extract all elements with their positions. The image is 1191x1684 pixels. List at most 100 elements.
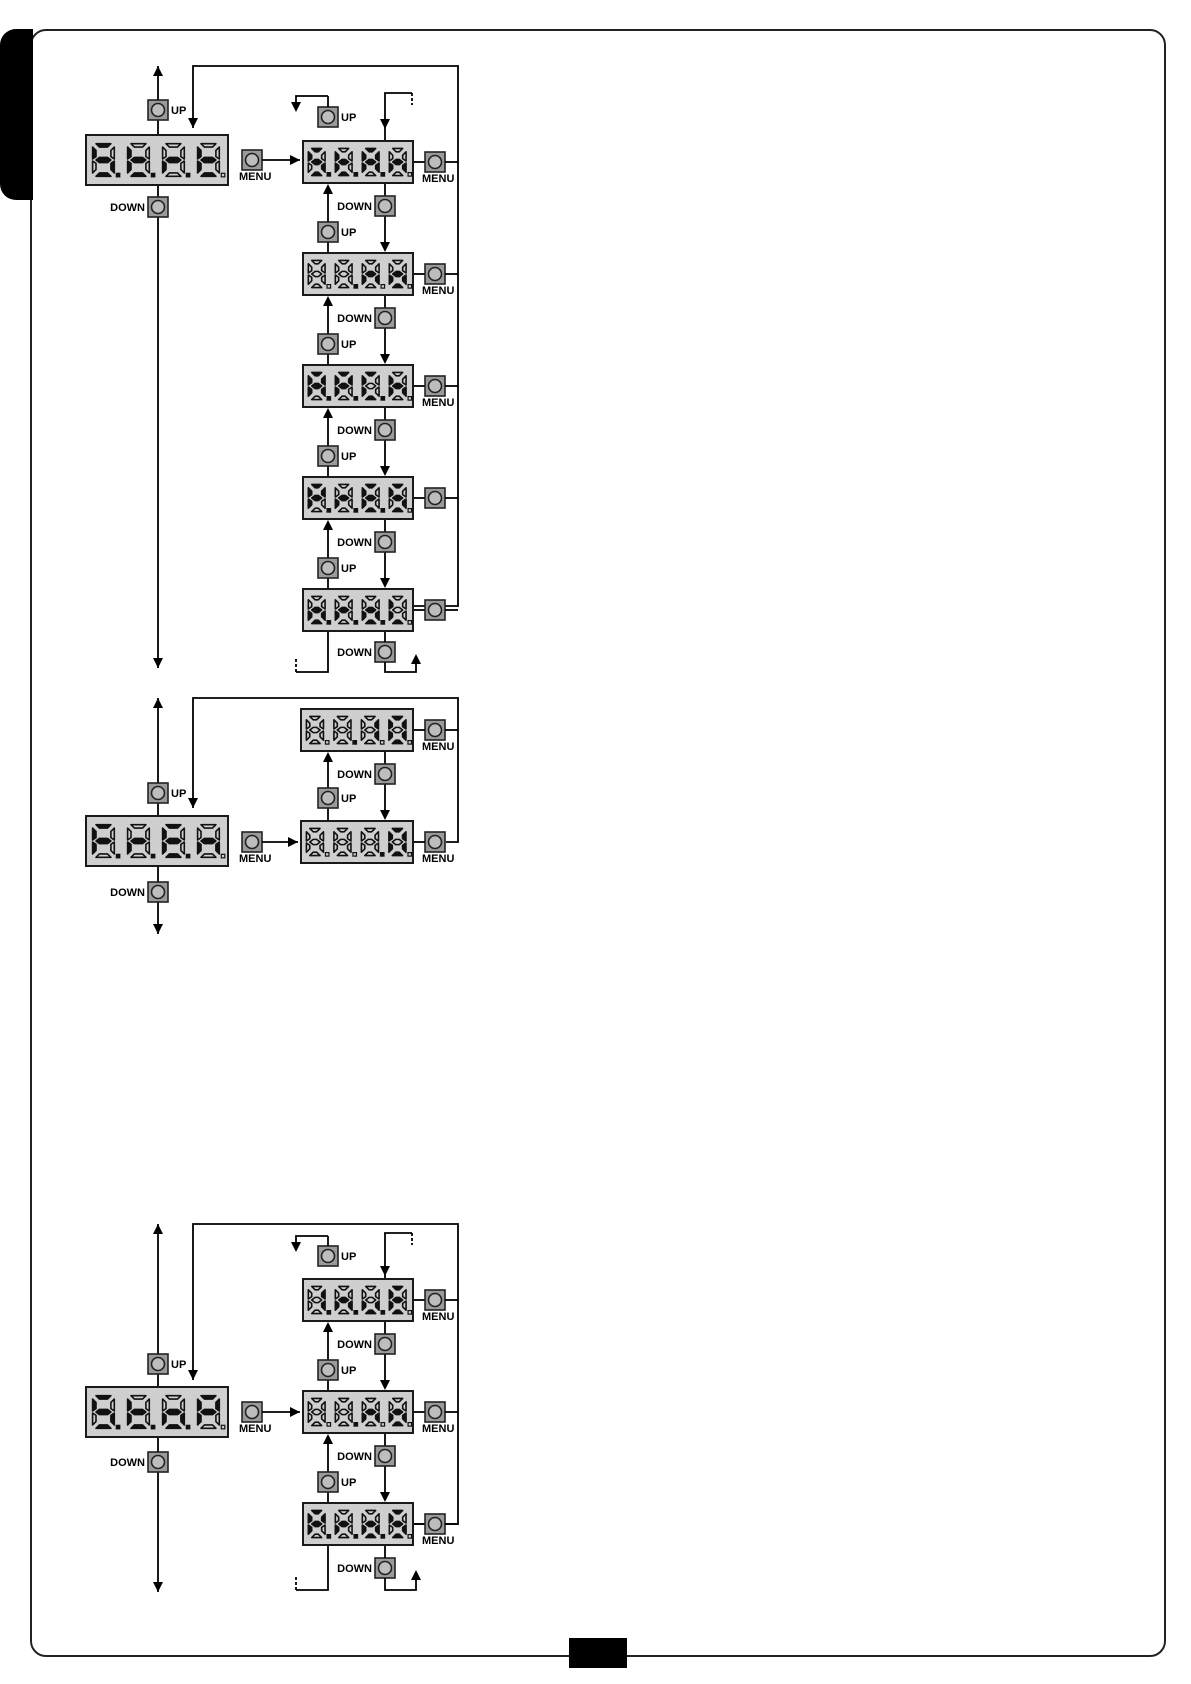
arrow-right-icon xyxy=(290,1407,300,1417)
sub-display-pros: ProS xyxy=(302,1502,414,1546)
main-display-fren: FrEn xyxy=(85,815,229,867)
arrow-down-icon xyxy=(380,119,390,129)
menu-button-sub1-4[interactable] xyxy=(425,600,445,620)
arrow-down-icon xyxy=(153,924,163,934)
arrow-up-icon xyxy=(323,1434,333,1444)
down-button-main2[interactable]: DOWN xyxy=(110,882,168,902)
up-button-sub3-0-label: UP xyxy=(341,1365,356,1377)
up-button-sub1-2[interactable]: UP xyxy=(318,446,356,466)
up-button-main1-label: UP xyxy=(171,105,186,117)
down-button-sub1-1[interactable]: DOWN xyxy=(337,308,395,328)
arrow-down-icon xyxy=(188,118,198,128)
arrow-up-icon xyxy=(323,752,333,762)
down-button-sub1-0-label: DOWN xyxy=(337,201,372,213)
down-button-main3-label: DOWN xyxy=(110,1457,145,1469)
sub-display-no: no xyxy=(302,252,414,296)
arrow-down-icon xyxy=(153,658,163,668)
arrow-up-icon xyxy=(323,296,333,306)
down-button-sub2[interactable]: DOWN xyxy=(337,764,395,784)
arrow-down-icon xyxy=(188,798,198,808)
arrow-up-icon xyxy=(153,698,163,708)
down-button-sub3-1[interactable]: DOWN xyxy=(337,1446,395,1466)
down-button-main1[interactable]: DOWN xyxy=(110,197,168,217)
up-button-sub3-1[interactable]: UP xyxy=(318,1472,356,1492)
up-button-sub3-top-label: UP xyxy=(341,1251,356,1263)
menu-button-sub2-1[interactable]: MENU xyxy=(422,832,454,865)
up-button-sub1-2-label: UP xyxy=(341,451,356,463)
arrow-up-icon xyxy=(323,184,333,194)
menu-button-main1-label: MENU xyxy=(239,171,271,183)
connector-line xyxy=(385,1233,412,1278)
arrow-down-icon xyxy=(153,1582,163,1592)
down-button-sub1-bottom[interactable]: DOWN xyxy=(337,642,395,662)
menu-button-sub1-2-label: MENU xyxy=(422,397,454,409)
down-button-sub1-1-label: DOWN xyxy=(337,313,372,325)
menu-button-sub1-1[interactable]: MENU xyxy=(422,264,454,297)
up-button-main2[interactable]: UP xyxy=(148,783,186,803)
arrow-down-icon xyxy=(291,102,301,112)
down-button-main3[interactable]: DOWN xyxy=(110,1452,168,1472)
arrow-down-icon xyxy=(380,354,390,364)
menu-button-main1[interactable]: MENU xyxy=(239,150,271,183)
up-button-main3[interactable]: UP xyxy=(148,1354,186,1374)
menu-button-sub3-0[interactable]: MENU xyxy=(422,1290,454,1323)
up-button-sub1-1[interactable]: UP xyxy=(318,334,356,354)
down-button-sub1-3[interactable]: DOWN xyxy=(337,532,395,552)
sub-display-inue: InuE xyxy=(302,1278,414,1322)
arrow-down-icon xyxy=(380,466,390,476)
menu-button-sub1-1-label: MENU xyxy=(422,285,454,297)
arrow-right-icon xyxy=(290,155,300,165)
down-button-sub3-1-label: DOWN xyxy=(337,1451,372,1463)
sub-display-stan: StAn xyxy=(302,140,414,184)
up-button-sub3-top[interactable]: UP xyxy=(318,1246,356,1266)
menu-button-sub2-0-label: MENU xyxy=(422,741,454,753)
sub-display-no: no xyxy=(302,1390,414,1434)
down-button-sub1-2-label: DOWN xyxy=(337,425,372,437)
arrow-down-icon xyxy=(380,242,390,252)
arrow-down-icon xyxy=(380,578,390,588)
arrow-down-icon xyxy=(291,1242,301,1252)
arrow-up-icon xyxy=(411,1570,421,1580)
up-button-sub3-0[interactable]: UP xyxy=(318,1360,356,1380)
menu-button-main3[interactable]: MENU xyxy=(239,1402,271,1435)
connector-line xyxy=(296,632,328,672)
down-button-sub2-label: DOWN xyxy=(337,769,372,781)
connector-line xyxy=(385,93,412,140)
menu-button-sub3-2-label: MENU xyxy=(422,1535,454,1547)
arrow-down-icon xyxy=(380,1492,390,1502)
down-button-main2-label: DOWN xyxy=(110,887,145,899)
up-button-sub1-top-label: UP xyxy=(341,112,356,124)
up-button-sub1-3[interactable]: UP xyxy=(318,558,356,578)
up-button-sub1-1-label: UP xyxy=(341,339,356,351)
sub-display-pres: PrES xyxy=(302,476,414,520)
up-button-main2-label: UP xyxy=(171,788,186,800)
down-button-sub1-3-label: DOWN xyxy=(337,537,372,549)
menu-button-sub1-2[interactable]: MENU xyxy=(422,376,454,409)
main-display-strt: StrT xyxy=(85,134,229,186)
sub-display-apch: AP.Ch xyxy=(302,364,414,408)
up-button-sub1-0-label: UP xyxy=(341,227,356,239)
down-button-sub3-0[interactable]: DOWN xyxy=(337,1334,395,1354)
down-button-sub1-0[interactable]: DOWN xyxy=(337,196,395,216)
menu-button-main2[interactable]: MENU xyxy=(239,832,271,865)
menu-button-sub2-0[interactable]: MENU xyxy=(422,720,454,753)
menu-button-sub1-0[interactable]: MENU xyxy=(422,152,454,185)
down-button-sub1-bottom-label: DOWN xyxy=(337,647,372,659)
menu-button-sub2-1-label: MENU xyxy=(422,853,454,865)
up-button-main1[interactable]: UP xyxy=(148,100,186,120)
down-button-main1-label: DOWN xyxy=(110,202,145,214)
down-button-sub3-bottom-label: DOWN xyxy=(337,1563,372,1575)
menu-button-sub3-2[interactable]: MENU xyxy=(422,1514,454,1547)
up-button-main3-label: UP xyxy=(171,1359,186,1371)
menu-button-sub1-3[interactable] xyxy=(425,488,445,508)
menu-button-sub3-0-label: MENU xyxy=(422,1311,454,1323)
up-button-sub1-0[interactable]: UP xyxy=(318,222,356,242)
connector-line xyxy=(296,1546,328,1590)
up-button-sub1-top[interactable]: UP xyxy=(318,107,356,127)
arrow-right-icon xyxy=(288,837,298,847)
up-button-sub2[interactable]: UP xyxy=(318,788,356,808)
menu-button-sub3-1[interactable]: MENU xyxy=(422,1402,454,1435)
down-button-sub1-2[interactable]: DOWN xyxy=(337,420,395,440)
down-button-sub3-bottom[interactable]: DOWN xyxy=(337,1558,395,1578)
